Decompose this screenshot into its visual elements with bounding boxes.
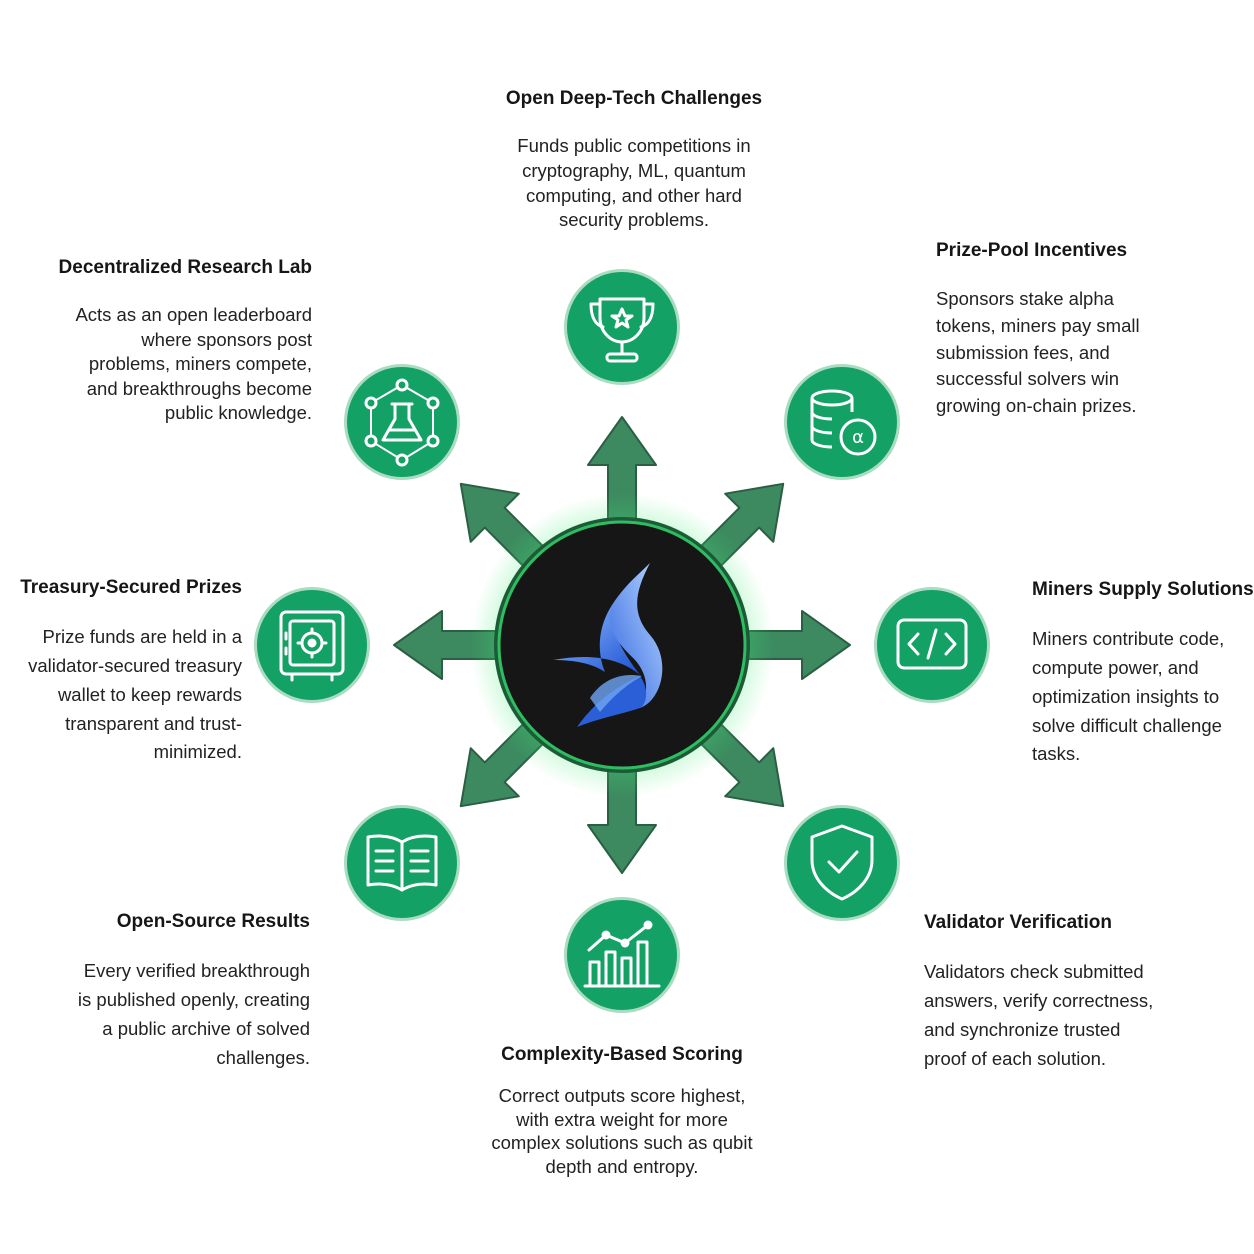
bar-chart-icon [583, 920, 661, 988]
flask-network-icon [364, 378, 440, 467]
code-icon [896, 618, 968, 670]
block-miners-supply: Miners Supply Solutions Miners contribut… [1032, 579, 1254, 769]
center-hub [470, 493, 774, 797]
flask-network-icon-node [344, 364, 460, 480]
block-title: Complexity-Based Scoring [501, 1044, 743, 1065]
block-description: Miners contribute code, compute power, a… [1032, 628, 1225, 765]
code-icon-node [874, 587, 990, 703]
block-complexity-scoring: Complexity-Based Scoring Correct outputs… [472, 1044, 772, 1179]
block-description: Correct outputs score highest, with extr… [491, 1085, 753, 1178]
shield-check-icon [810, 824, 874, 901]
coins-alpha-icon-node: α [784, 364, 900, 480]
block-description: Sponsors stake alpha tokens, miners pay … [936, 288, 1140, 417]
block-title: Validator Verification [924, 912, 1112, 933]
block-treasury: Treasury-Secured Prizes Prize funds are … [20, 577, 242, 767]
shield-check-icon-node [784, 805, 900, 921]
block-title: Treasury-Secured Prizes [20, 577, 242, 598]
block-description: Acts as an open leaderboard where sponso… [75, 304, 312, 424]
bar-chart-icon-node [564, 897, 680, 1013]
block-open-source: Open-Source Results Every verified break… [60, 911, 310, 1072]
trophy-icon [589, 297, 655, 363]
block-validator-verification: Validator Verification Validators check … [924, 912, 1164, 1073]
block-description: Prize funds are held in a validator-secu… [28, 626, 242, 763]
block-title: Miners Supply Solutions [1032, 579, 1254, 600]
block-title: Prize-Pool Incentives [936, 240, 1128, 261]
safe-icon [279, 610, 345, 682]
book-icon [366, 834, 438, 892]
trophy-icon-node [564, 269, 680, 385]
book-icon-node [344, 805, 460, 921]
block-open-deep-tech: Open Deep-Tech Challenges Funds public c… [484, 88, 784, 233]
block-title: Open-Source Results [116, 911, 310, 932]
safe-icon-node [254, 587, 370, 703]
block-research-lab: Decentralized Research Lab Acts as an op… [40, 257, 312, 426]
block-title: Decentralized Research Lab [58, 257, 312, 278]
coins-alpha-icon: α [810, 389, 877, 456]
block-title: Open Deep-Tech Challenges [505, 88, 763, 109]
block-description: Every verified breakthrough is published… [77, 960, 310, 1068]
svg-text:α: α [852, 427, 864, 448]
block-description: Funds public competitions in cryptograph… [517, 135, 751, 231]
block-description: Validators check submitted answers, veri… [924, 961, 1154, 1069]
bird-flame-logo [553, 563, 663, 727]
block-prize-pool: Prize-Pool Incentives Sponsors stake alp… [936, 240, 1161, 420]
